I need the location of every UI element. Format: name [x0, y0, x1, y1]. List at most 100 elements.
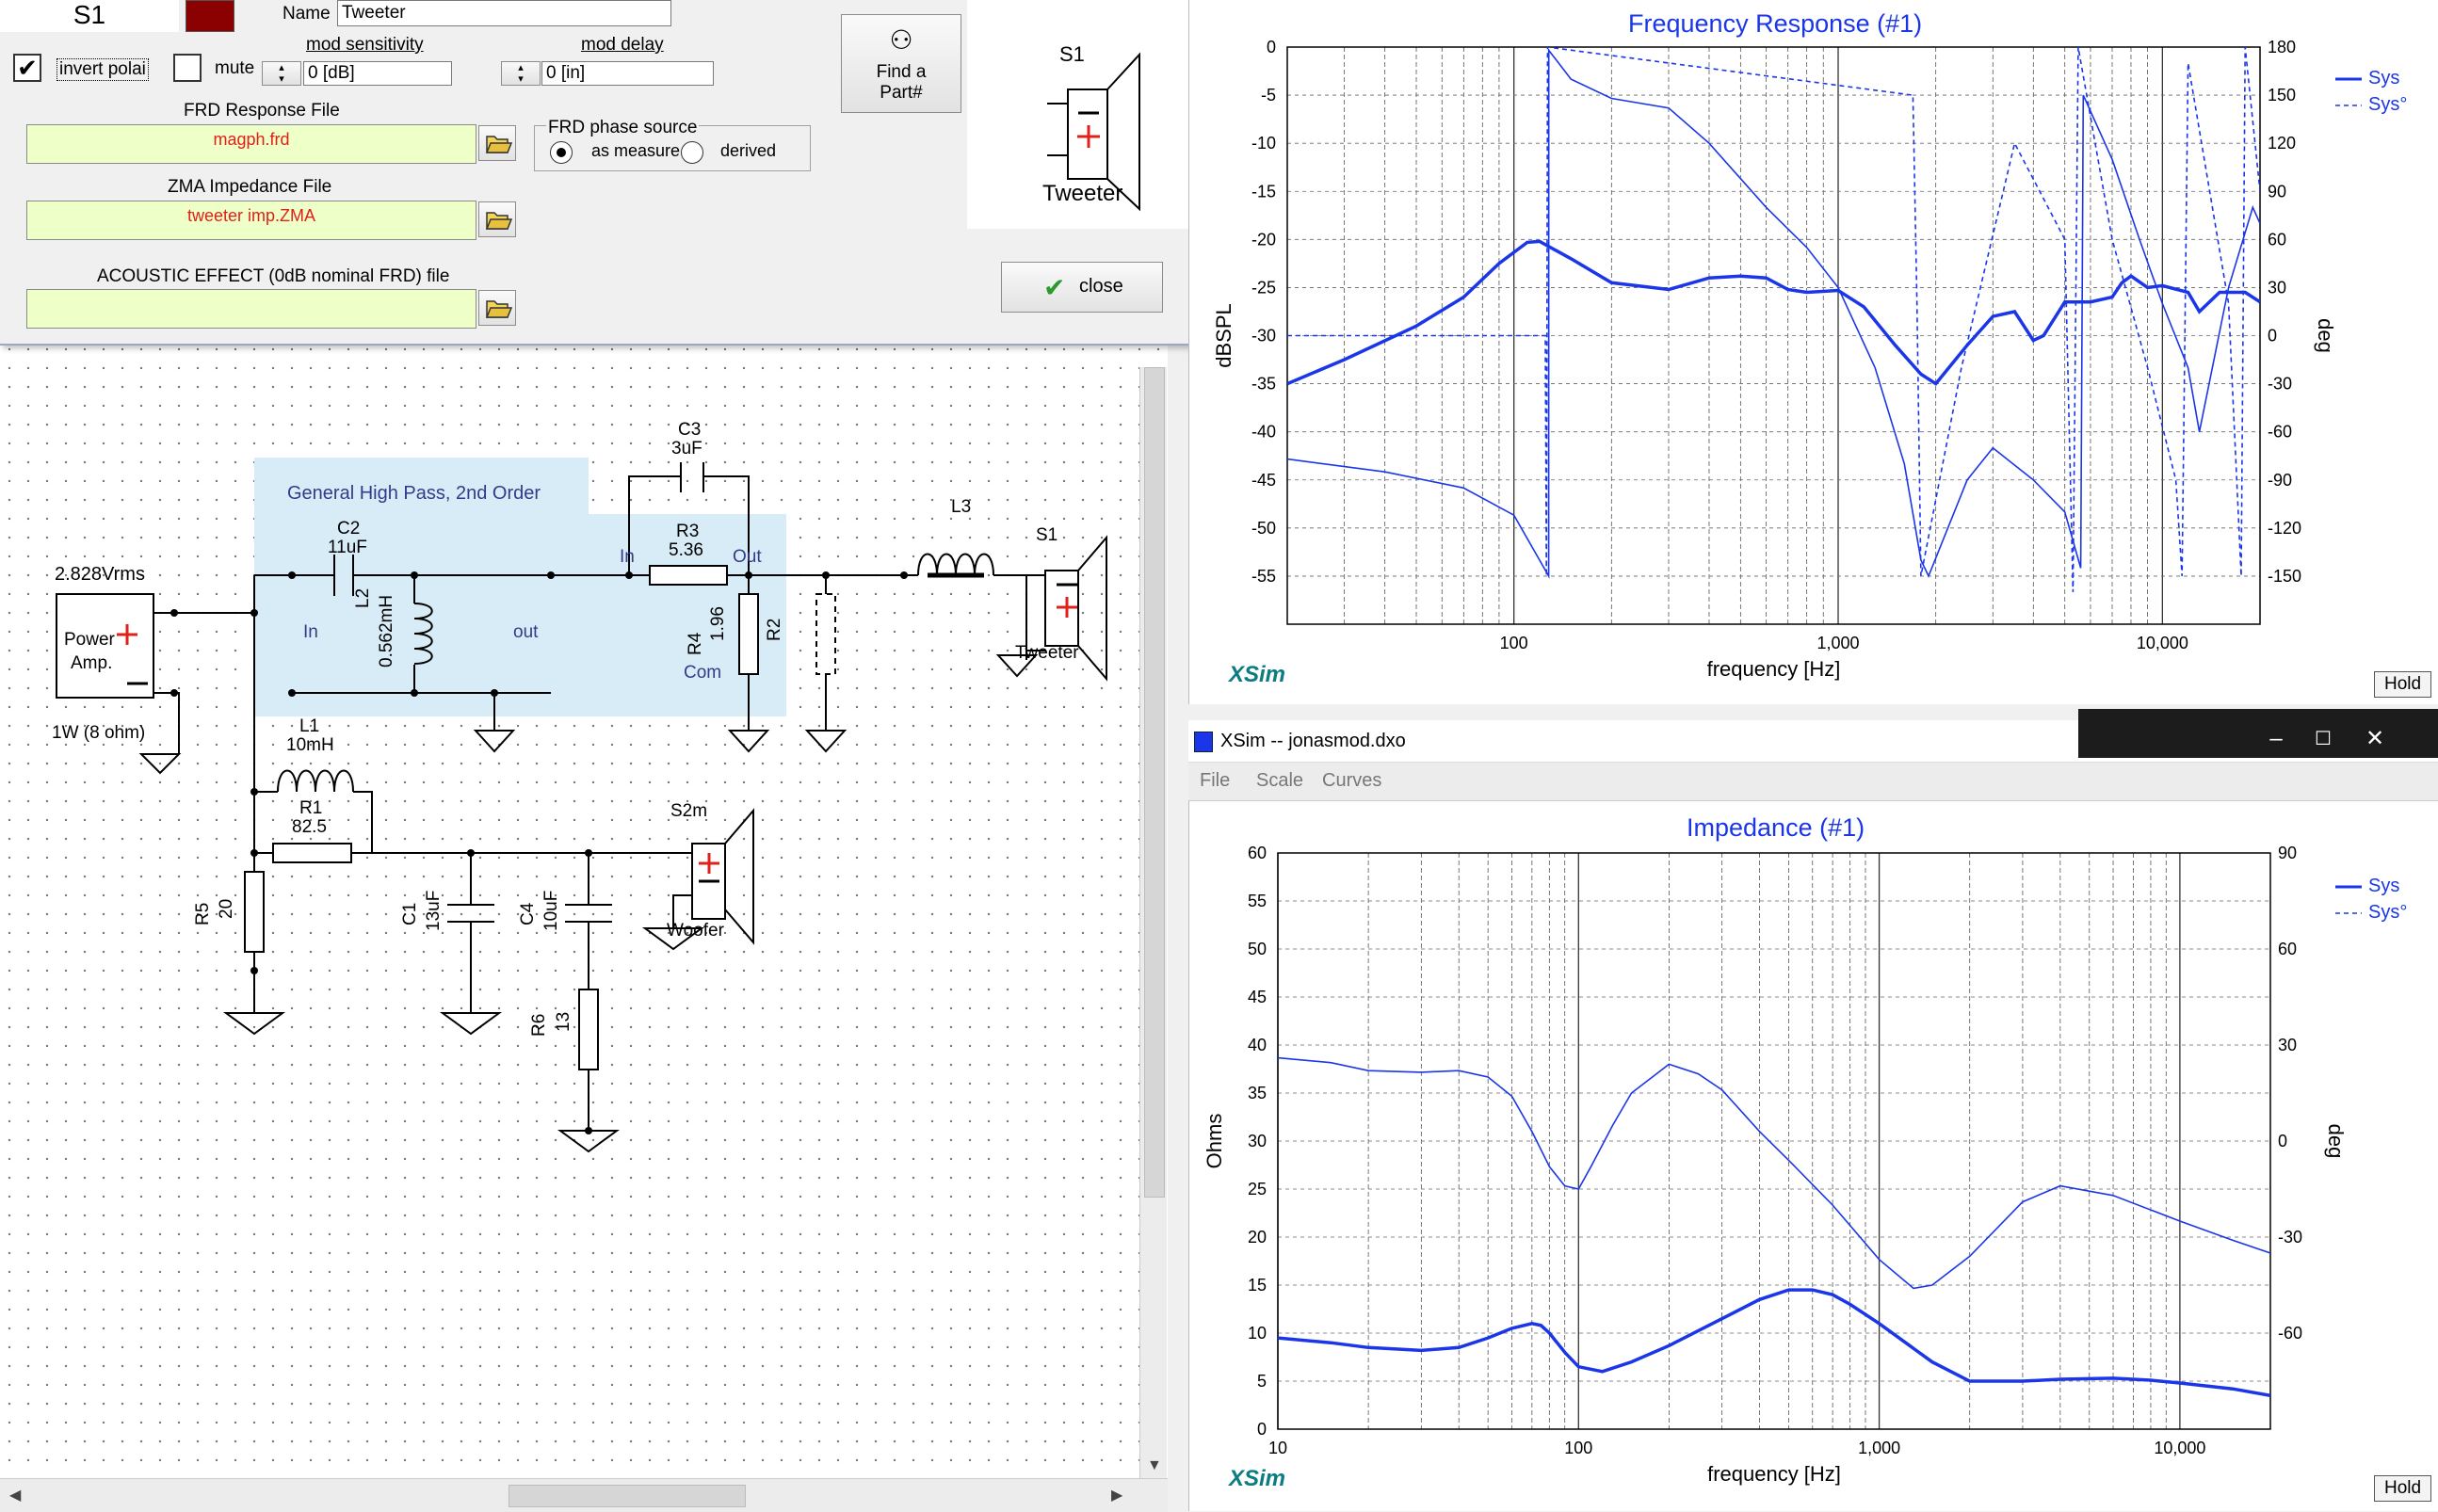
freq-xtick-label: 1,000 — [1816, 634, 1859, 652]
driver-name-input[interactable] — [337, 0, 671, 26]
freq-series-2-line — [1287, 47, 2260, 592]
phase-derived-label: derived — [720, 141, 777, 160]
imp-yaxis-label: Ohms — [1203, 1114, 1226, 1169]
freq-ytick-label: -55 — [1251, 567, 1276, 586]
r6-name: R6 — [529, 1013, 549, 1037]
freq-y2tick-label: -150 — [2268, 567, 2301, 586]
freq-legend-sys: Sys — [2368, 68, 2400, 88]
mod-sensitivity-spinner[interactable]: ▴▾ — [262, 61, 301, 86]
mod-delay-input[interactable] — [541, 61, 714, 86]
r4-name: R4 — [686, 632, 705, 655]
highpass-group-box — [254, 458, 786, 716]
freq-ytick-label: -20 — [1251, 230, 1276, 249]
invert-polarity-label[interactable]: invert polai — [57, 58, 149, 81]
menu-scale[interactable]: Scale — [1256, 770, 1304, 791]
acoustic-file-field[interactable] — [26, 289, 476, 329]
freq-y2tick-label: -60 — [2268, 423, 2292, 442]
source-label-2: Amp. — [71, 653, 113, 673]
r3-value: 5.36 — [669, 540, 703, 560]
scroll-right-arrow-icon[interactable]: ▶ — [1111, 1488, 1123, 1504]
window-controls: – ☐ ✕ — [2078, 709, 2438, 758]
freq-xtick-label: 10,000 — [2137, 634, 2188, 652]
zma-browse-folder-icon[interactable] — [478, 201, 516, 237]
imp-ytick-label: 0 — [1257, 1420, 1267, 1439]
minimize-icon[interactable]: – — [2269, 726, 2283, 751]
r1-value: 82.5 — [292, 817, 327, 837]
imp-ytick-label: 30 — [1248, 1132, 1267, 1150]
imp-xtick-label: 100 — [1564, 1439, 1592, 1457]
impedance-window-title: XSim -- jonasmod.dxo — [1220, 731, 1406, 751]
horizontal-scroll-thumb[interactable] — [509, 1485, 746, 1507]
l3-name: L3 — [951, 497, 972, 517]
r5-value: 20 — [217, 898, 236, 919]
maximize-icon[interactable]: ☐ — [2315, 729, 2332, 749]
imp-xtick-label: 10 — [1268, 1439, 1287, 1457]
r3-name: R3 — [676, 522, 700, 541]
find-part-button[interactable]: ⚇ Find a Part# — [841, 14, 961, 113]
close-button[interactable]: ✔ close — [1001, 262, 1163, 313]
freq-series-0-line — [1287, 239, 2260, 386]
c3-value: 3uF — [671, 439, 702, 458]
impedance-window-menubar: File Scale Curves — [1188, 763, 2438, 801]
mod-sensitivity-label: mod sensitivity — [306, 35, 424, 55]
imp-grid — [1277, 852, 2271, 1430]
imp-legend-markers — [2335, 885, 2362, 914]
imp-y2tick-label: -30 — [2278, 1228, 2302, 1247]
impedance-window-titlebar[interactable]: XSim -- jonasmod.dxo – ☐ ✕ — [1188, 709, 2438, 763]
mute-checkbox[interactable] — [173, 54, 202, 82]
menu-file[interactable]: File — [1200, 770, 1231, 791]
phase-measured-radio[interactable] — [550, 141, 573, 164]
imp-ytick-label: 50 — [1248, 940, 1267, 958]
schematic-horizontal-scrollbar[interactable]: ◀ ▶ — [0, 1478, 1168, 1512]
s1-label: Tweeter — [1015, 643, 1079, 663]
schematic-vertical-scrollbar[interactable]: ▼ — [1139, 367, 1167, 1488]
tweeter-speaker-icon — [1047, 52, 1140, 212]
freq-ytick-label: -10 — [1251, 134, 1276, 153]
imp-ytick-label: 35 — [1248, 1084, 1267, 1102]
zma-file-field[interactable]: tweeter imp.ZMA — [26, 201, 476, 240]
mod-sensitivity-input[interactable] — [303, 61, 452, 86]
driver-color-swatch[interactable] — [186, 0, 234, 32]
find-part-label-2: Part# — [880, 83, 923, 103]
frd-file-label: FRD Response File — [184, 101, 340, 121]
scroll-down-arrow-icon[interactable]: ▼ — [1147, 1457, 1162, 1473]
acoustic-browse-folder-icon[interactable] — [478, 290, 516, 326]
freq-y2tick-label: 0 — [2268, 327, 2277, 346]
freq-series-1-line — [1287, 48, 2260, 579]
scroll-left-arrow-icon[interactable]: ◀ — [9, 1488, 22, 1504]
freq-y2tick-label: 30 — [2268, 278, 2286, 297]
freq-chart-title: Frequency Response (#1) — [1628, 9, 1923, 38]
frd-browse-folder-icon[interactable] — [478, 125, 516, 161]
imp-ytick-label: 45 — [1248, 988, 1267, 1006]
r3-in-label: In — [620, 547, 635, 567]
freq-y2axis-label: deg — [2314, 318, 2337, 353]
schematic-drawing — [56, 458, 1107, 1153]
mod-delay-spinner[interactable]: ▴▾ — [501, 61, 541, 86]
imp-ytick-label: 5 — [1257, 1372, 1267, 1391]
frd-file-field[interactable]: magph.frd — [26, 124, 476, 164]
c1-value: 13uF — [424, 890, 444, 931]
freq-hold-button[interactable]: Hold — [2374, 671, 2432, 698]
menu-curves[interactable]: Curves — [1322, 770, 1382, 791]
imp-y2tick-label: 60 — [2278, 940, 2297, 958]
invert-polarity-checkbox[interactable]: ✔ — [13, 54, 41, 82]
imp-xtick-label: 10,000 — [2154, 1439, 2205, 1457]
imp-legend-sys-phase: Sys° — [2368, 902, 2408, 923]
driver-properties-dialog: S1 Name ✔ invert polai mute mod sensitiv… — [0, 0, 1219, 346]
schematic-canvas[interactable]: General High Pass, 2nd Order 2.828Vrms P… — [0, 339, 1168, 1512]
checkmark-icon: ✔ — [1043, 273, 1066, 302]
phase-derived-radio[interactable] — [681, 141, 703, 164]
frequency-response-window: Frequency Response (#1) 0-5-10-15-20-25-… — [1188, 0, 2438, 704]
imp-ytick-label: 40 — [1248, 1036, 1267, 1054]
close-window-icon[interactable]: ✕ — [2365, 726, 2385, 751]
source-voltage-label: 2.828Vrms — [55, 564, 145, 585]
group-out-label: out — [513, 622, 539, 642]
r1-name: R1 — [299, 798, 323, 818]
power-amp-box — [56, 593, 154, 699]
driver-id-field: S1 — [0, 0, 179, 32]
vertical-scroll-thumb[interactable] — [1144, 367, 1165, 1198]
freq-grid — [1286, 46, 2261, 624]
imp-hold-button[interactable]: Hold — [2374, 1475, 2432, 1502]
